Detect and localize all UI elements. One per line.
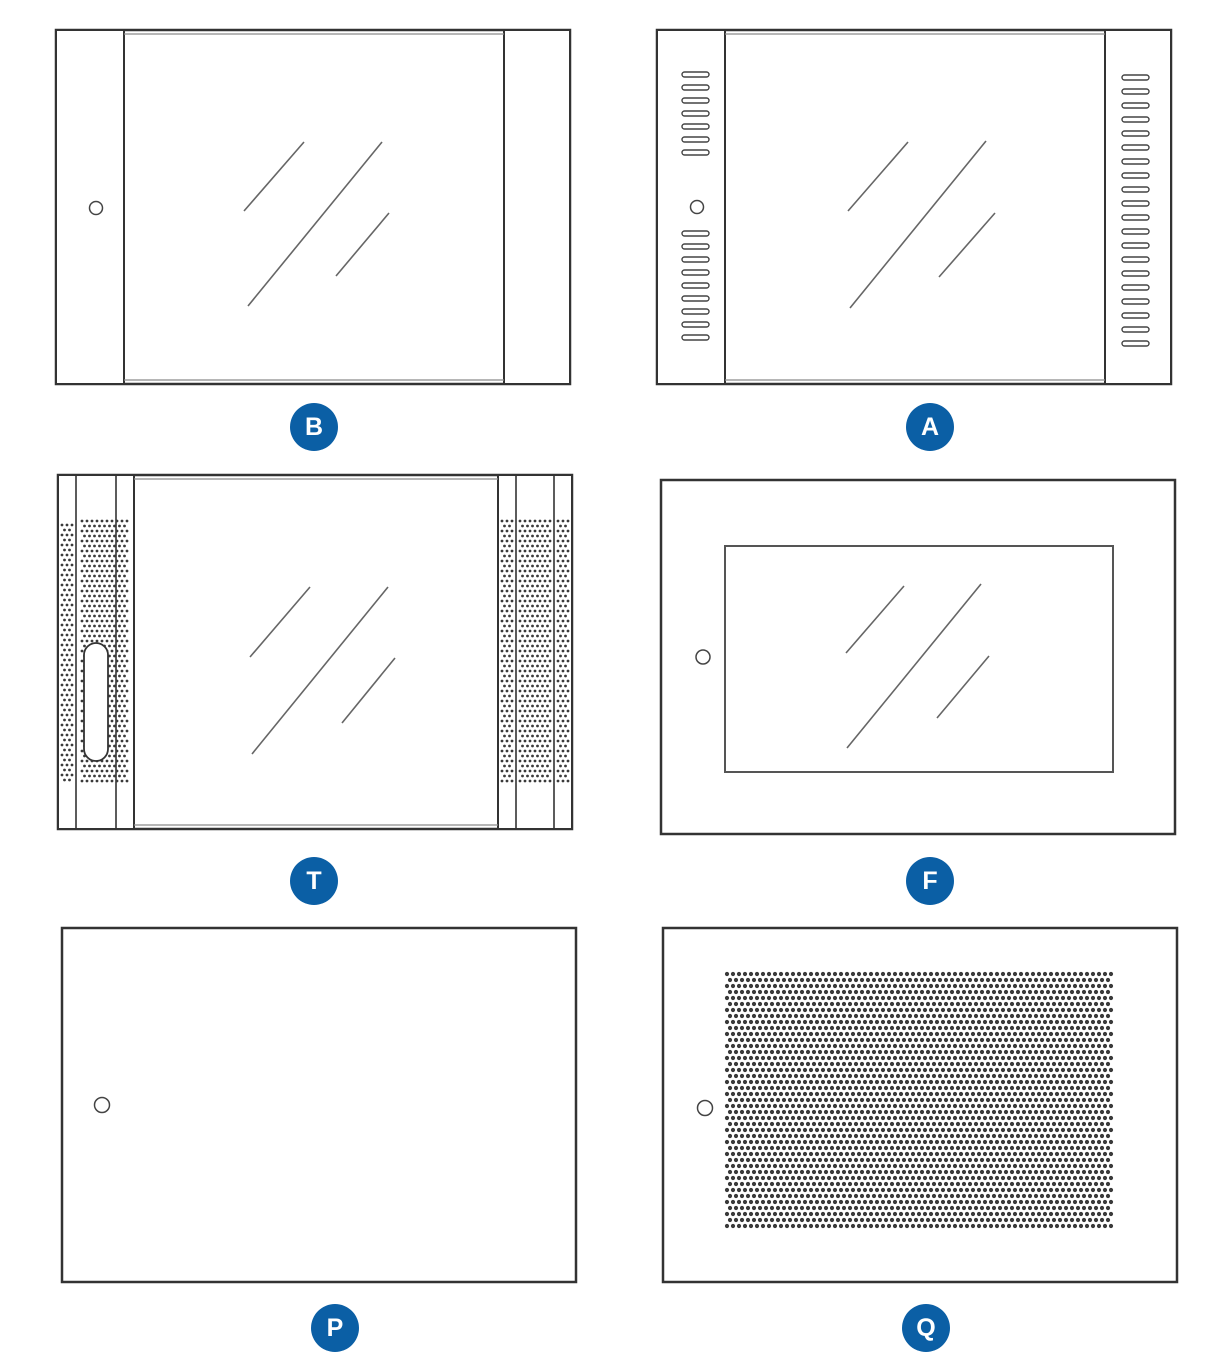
door-a-drawing	[655, 28, 1175, 388]
glass-reflection	[845, 583, 990, 749]
door-f-drawing	[659, 478, 1179, 838]
door-t-drawing	[56, 473, 576, 833]
door-b-drawing	[54, 28, 574, 388]
door-label-badge: A	[906, 403, 954, 451]
door-label-badge: F	[906, 857, 954, 905]
door-p-drawing	[60, 926, 580, 1286]
perforation-left	[60, 519, 129, 783]
glass-reflection	[249, 586, 396, 755]
handle-icon	[83, 642, 109, 762]
lock-icon	[689, 199, 705, 215]
perforation-right	[500, 519, 570, 783]
glass-reflection	[243, 141, 390, 307]
door-label-badge: T	[290, 857, 338, 905]
door-label-badge: Q	[902, 1304, 950, 1352]
lock-icon	[88, 200, 104, 216]
lock-icon	[695, 649, 711, 665]
ventilation-slots-right	[1121, 74, 1150, 347]
glass-reflection	[847, 140, 996, 309]
lock-icon	[93, 1096, 111, 1114]
ventilation-slots-left	[681, 71, 710, 341]
door-label-badge: B	[290, 403, 338, 451]
door-label-badge: P	[311, 1304, 359, 1352]
perforation-panel	[724, 971, 1114, 1229]
lock-icon	[696, 1099, 714, 1117]
door-q-drawing	[661, 926, 1181, 1286]
